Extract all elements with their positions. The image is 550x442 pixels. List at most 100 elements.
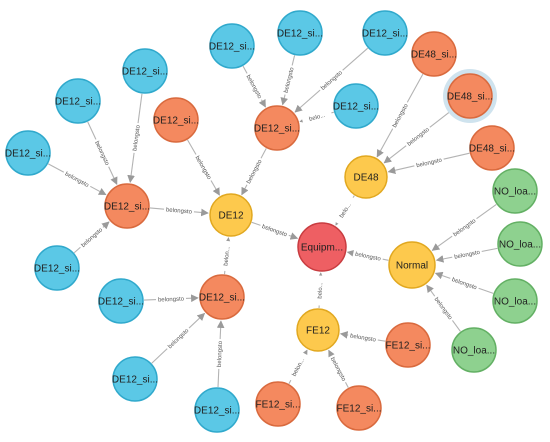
node-circle[interactable] [199, 274, 245, 320]
node-b1[interactable]: DE12_si... [122, 48, 168, 94]
edge[interactable]: belo... [315, 272, 325, 309]
node-equip[interactable]: Equipm... [297, 222, 347, 272]
edge[interactable]: belongsto [149, 205, 209, 217]
edge[interactable]: belongsto [387, 152, 470, 175]
node-circle[interactable] [492, 278, 538, 324]
node-circle[interactable] [362, 10, 408, 56]
node-circle[interactable] [336, 385, 382, 431]
edge[interactable]: belongsto [327, 349, 350, 388]
node-b6[interactable]: DE12_si... [277, 10, 323, 56]
node-b2[interactable]: DE12_si... [55, 78, 101, 124]
edge-label-bg [214, 338, 225, 370]
edge[interactable]: belongsto [214, 320, 225, 388]
node-circle[interactable] [55, 78, 101, 124]
node-circle[interactable] [451, 327, 497, 373]
node-o_de48_1[interactable]: DE48_si... [411, 31, 457, 77]
node-circle[interactable] [209, 23, 255, 69]
node-circle[interactable] [388, 241, 436, 289]
node-circle[interactable] [104, 183, 150, 229]
node-o_de12_left[interactable]: DE12_si... [104, 183, 150, 229]
edge[interactable]: belongsto [73, 221, 110, 254]
edge[interactable]: belongsto [151, 312, 206, 364]
node-b7[interactable]: DE12_si... [362, 10, 408, 56]
edge[interactable]: belo... [333, 195, 357, 226]
edge[interactable]: belongsto [434, 271, 494, 294]
edge[interactable]: belo... [299, 108, 334, 125]
node-de12[interactable]: DE12 [209, 193, 253, 237]
node-circle[interactable] [98, 278, 144, 324]
node-circle[interactable] [254, 105, 300, 151]
edge-label-bg [243, 156, 265, 187]
node-b3[interactable]: DE12_si... [5, 130, 51, 176]
edge[interactable]: belongsto [339, 331, 386, 344]
node-o_de12_mid[interactable]: DE12_si... [254, 105, 300, 151]
edge[interactable]: belongsto [127, 93, 143, 183]
edge[interactable]: belon... [220, 237, 233, 275]
edge[interactable]: belongsto [48, 163, 107, 196]
node-o_fe12_1[interactable]: FE12_si... [385, 322, 431, 368]
node-b8[interactable]: DE12_si... [333, 83, 379, 129]
node-b9[interactable]: DE12_si... [98, 278, 144, 324]
edge[interactable]: belongsto [187, 139, 220, 196]
node-o_fe12_3[interactable]: FE12_si... [336, 385, 382, 431]
node-g4[interactable]: NO_loa... [451, 327, 497, 373]
node-de48[interactable]: DE48 [344, 155, 388, 199]
edge[interactable]: belongsto [435, 247, 498, 263]
node-normal[interactable]: Normal [388, 241, 436, 289]
edge[interactable]: belongsto [426, 284, 461, 332]
edge-label-bg [352, 249, 384, 264]
edge[interactable]: belon... [287, 349, 309, 385]
node-circle[interactable] [209, 193, 253, 237]
node-circle[interactable] [277, 10, 323, 56]
node-o_fe12_2[interactable]: FE12_si... [255, 381, 301, 427]
edge[interactable]: belongsto [241, 148, 267, 196]
node-circle[interactable] [447, 73, 493, 119]
node-g3[interactable]: NO_loa... [492, 278, 538, 324]
edge[interactable]: belongsto [242, 65, 266, 108]
node-circle[interactable] [385, 322, 431, 368]
node-circle[interactable] [122, 48, 168, 94]
node-circle[interactable] [497, 221, 543, 267]
edge[interactable]: belongsto [346, 249, 389, 264]
node-b4[interactable]: DE12_si... [34, 245, 80, 291]
edge-label-bg [61, 168, 93, 190]
edge-label-bg [163, 205, 195, 216]
node-circle[interactable] [112, 356, 158, 402]
edge-label-bg [243, 71, 265, 102]
node-circle[interactable] [296, 308, 340, 352]
edge[interactable]: belongsto [251, 221, 299, 240]
edge-label-bg [301, 108, 333, 125]
node-circle[interactable] [411, 31, 457, 77]
node-circle[interactable] [34, 245, 80, 291]
node-circle[interactable] [344, 155, 388, 199]
node-b5[interactable]: DE12_si... [209, 23, 255, 69]
edge-label-bg [155, 294, 187, 304]
node-circle[interactable] [153, 97, 199, 143]
node-circle[interactable] [492, 168, 538, 214]
node-circle[interactable] [194, 387, 240, 433]
node-circle[interactable] [469, 125, 515, 171]
node-fe12[interactable]: FE12 [296, 308, 340, 352]
node-b11[interactable]: DE12_si... [194, 387, 240, 433]
edge-label-bg [347, 331, 379, 344]
node-o_de12_top[interactable]: DE12_si... [153, 97, 199, 143]
edge-label-bg [389, 100, 411, 131]
node-o_de48_2[interactable]: DE48_si... [443, 69, 497, 123]
node-circle[interactable] [255, 381, 301, 427]
node-b10[interactable]: DE12_si... [112, 356, 158, 402]
node-circle[interactable] [5, 130, 51, 176]
edge[interactable]: belongsto [143, 294, 199, 304]
node-g2[interactable]: NO_loa... [497, 221, 543, 267]
node-g1[interactable]: NO_loa... [492, 168, 538, 214]
edge-label-bg [413, 155, 445, 170]
edge[interactable]: belongsto [431, 203, 497, 251]
node-circle[interactable] [297, 222, 347, 272]
edge-label-bg [281, 64, 297, 96]
node-o_de48_3[interactable]: DE48_si... [469, 125, 515, 171]
edge[interactable]: belongsto [376, 73, 424, 158]
edge[interactable]: belongsto [280, 55, 297, 106]
edge[interactable]: belongsto [87, 121, 118, 185]
node-circle[interactable] [333, 83, 379, 129]
node-o_de12_bot[interactable]: DE12_si... [199, 274, 245, 320]
